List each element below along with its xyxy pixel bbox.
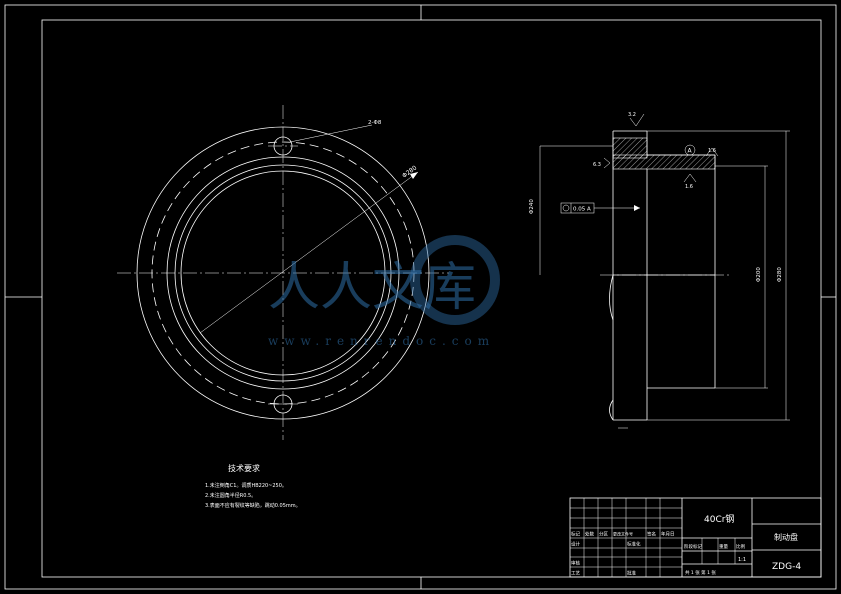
roughness-symbol-right: 1.6 — [705, 147, 719, 157]
stage-label: 阶段标记 — [684, 543, 702, 550]
designer-label: 设计 — [571, 541, 580, 548]
review-label: 审核 — [571, 560, 580, 567]
material: 40Cr钢 — [704, 513, 734, 525]
tech-requirement-3: 3.表面不应有裂纹等缺陷，跳动0.05mm。 — [205, 502, 301, 509]
runout-frame: 0.05 A — [560, 202, 640, 214]
roughness-symbol-bottom: 1.6 — [683, 173, 697, 190]
tech-requirements: 技术要求 1.未注倒角C1。调质HB220~250。 2.未注圆角半径R0.5。… — [205, 463, 301, 509]
row-label-sign: 签名 — [647, 531, 656, 538]
diameter-callout: Φ280 — [401, 164, 418, 179]
drawing-number: ZDG-4 — [772, 562, 801, 572]
process-label: 工艺 — [571, 571, 580, 577]
sheet-border — [4, 4, 837, 590]
weight-label: 重量 — [719, 543, 728, 550]
svg-text:1.6: 1.6 — [708, 148, 716, 154]
front-view: Φ280 2-Φ8 — [117, 105, 449, 440]
standardization-label: 标准化 — [627, 541, 641, 548]
tech-requirement-1: 1.未注倒角C1。调质HB220~250。 — [205, 482, 287, 489]
tech-requirements-title: 技术要求 — [228, 463, 260, 473]
roughness-symbol-left: 6.3 — [593, 157, 611, 169]
tech-requirement-2: 2.未注圆角半径R0.5。 — [205, 492, 256, 499]
dim-inner: Φ200 — [756, 267, 762, 282]
part-name: 制动盘 — [774, 532, 798, 542]
watermark: 人人文库 www.renrendoc.com — [268, 235, 500, 348]
row-label-change: 更改文件号 — [613, 531, 633, 537]
row-label-date: 年月日 — [661, 531, 675, 538]
title-block-grid — [570, 498, 682, 577]
svg-text:0.05 A: 0.05 A — [573, 207, 591, 213]
roughness-symbol-top: 3.2 — [628, 112, 645, 127]
watermark-brand: 人人文库 — [268, 258, 476, 318]
scale-value: 1:1 — [738, 557, 746, 563]
hole-callout: 2-Φ8 — [368, 120, 382, 126]
dim-left: Φ240 — [529, 199, 535, 214]
datum-label: A — [688, 148, 693, 155]
sheet-info: 共 1 张 第 1 张 — [685, 569, 716, 576]
svg-text:1.6: 1.6 — [685, 184, 693, 190]
side-view: Φ240 Φ200 Φ280 3.2 6.3 1.6 1.6 A — [529, 112, 790, 429]
svg-text:6.3: 6.3 — [593, 162, 601, 168]
dim-right: Φ280 — [777, 267, 783, 282]
row-label-zone: 分区 — [599, 531, 608, 538]
row-label-count: 处数 — [585, 531, 594, 538]
approve-label: 批准 — [627, 570, 636, 577]
title-block: 标记 处数 分区 更改文件号 签名 年月日 设计 标准化 审核 工艺 批准 阶段… — [569, 497, 822, 578]
svg-text:3.2: 3.2 — [628, 112, 636, 118]
scale-label: 比例 — [736, 543, 745, 550]
watermark-url: www.renrendoc.com — [268, 334, 495, 348]
row-label-mark: 标记 — [571, 531, 580, 538]
